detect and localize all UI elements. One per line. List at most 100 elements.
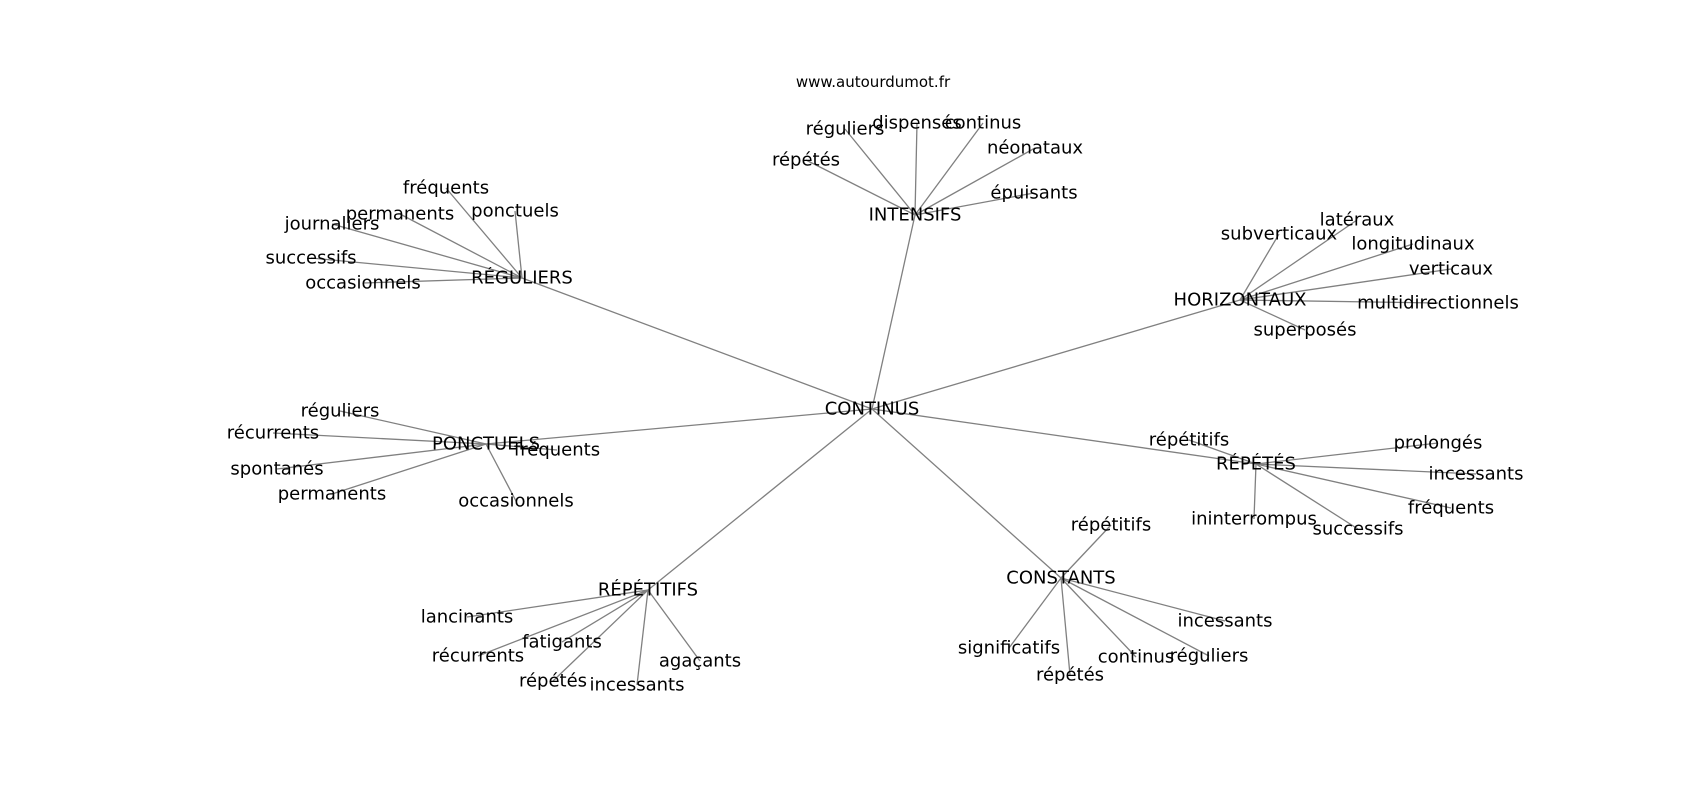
edge-repetitifs-leaf xyxy=(552,589,649,682)
edge-reguliers-leaf xyxy=(399,213,523,279)
leaf-node-horizontaux: multidirectionnels xyxy=(1357,293,1519,314)
leaf-node-reguliers: fréquents xyxy=(403,178,489,199)
leaf-node-ponctuels: spontanés xyxy=(230,459,323,480)
leaf-node-intensifs: répétés xyxy=(772,150,840,171)
edge-root-repetitifs xyxy=(647,408,873,591)
leaf-node-repetitifs: répétés xyxy=(519,671,587,692)
edge-repetes-leaf xyxy=(1253,463,1257,520)
edge-ponctuels-leaf xyxy=(339,410,487,445)
edge-horizontaux-leaf xyxy=(1239,299,1306,331)
leaf-node-repetitifs: agaçants xyxy=(659,651,741,672)
hub-node-reguliers: RÉGULIERS xyxy=(471,267,573,289)
leaf-node-ponctuels: fréquents xyxy=(514,440,600,461)
leaf-node-ponctuels: occasionnels xyxy=(458,491,574,512)
edge-reguliers-leaf xyxy=(331,223,523,279)
edge-repetes-leaf xyxy=(1255,463,1477,475)
leaf-node-constants: continus xyxy=(1098,647,1175,668)
leaf-node-ponctuels: réguliers xyxy=(301,401,380,422)
edge-reguliers-leaf xyxy=(310,257,523,279)
edge-horizontaux-leaf xyxy=(1239,219,1358,301)
edge-root-reguliers xyxy=(521,277,873,410)
leaf-node-intensifs: épuisants xyxy=(990,183,1077,204)
leaf-node-repetitifs: lancinants xyxy=(421,607,514,628)
edge-root-repetes xyxy=(871,408,1257,465)
edge-ponctuels-leaf xyxy=(485,443,517,502)
site-watermark: www.autourdumot.fr xyxy=(796,73,951,91)
edge-intensifs-leaf xyxy=(914,147,1036,216)
edge-repetes-leaf xyxy=(1255,463,1452,509)
edge-repetitifs-leaf xyxy=(477,589,649,657)
leaf-node-reguliers: journaliers xyxy=(284,214,380,235)
edge-horizontaux-leaf xyxy=(1239,299,1439,304)
edge-root-constants xyxy=(871,408,1062,579)
edge-intensifs-leaf xyxy=(914,122,984,216)
edges-layer xyxy=(272,122,1477,686)
edge-repetes-leaf xyxy=(1188,439,1257,465)
leaf-node-repetes: successifs xyxy=(1312,519,1403,540)
edge-constants-leaf xyxy=(1060,577,1137,658)
leaf-node-constants: répétés xyxy=(1036,665,1104,686)
leaf-node-repetitifs: récurrents xyxy=(432,646,524,667)
leaf-node-repetes: prolongés xyxy=(1394,433,1483,454)
edge-repetes-leaf xyxy=(1255,442,1439,465)
edge-intensifs-leaf xyxy=(914,122,918,216)
leaf-node-repetes: incessants xyxy=(1428,464,1523,485)
leaf-node-constants: réguliers xyxy=(1170,646,1249,667)
edge-constants-leaf xyxy=(1060,577,1071,676)
leaf-node-intensifs: dispensés xyxy=(872,113,962,134)
leaf-node-reguliers: ponctuels xyxy=(471,201,559,222)
edge-horizontaux-leaf xyxy=(1239,243,1414,301)
edge-reguliers-leaf xyxy=(445,187,523,279)
edge-repetitifs-leaf xyxy=(466,589,649,618)
hub-node-repetes: RÉPÉTÉS xyxy=(1216,453,1296,475)
edge-repetitifs-leaf xyxy=(636,589,649,686)
leaf-node-reguliers: permanents xyxy=(346,204,454,225)
leaf-node-horizontaux: subverticaux xyxy=(1221,224,1338,245)
leaf-node-repetes: ininterrompus xyxy=(1191,509,1317,530)
leaf-node-horizontaux: longitudinaux xyxy=(1351,234,1475,255)
hub-node-ponctuels: PONCTUELS xyxy=(432,434,540,455)
leaf-node-intensifs: continus xyxy=(945,113,1022,134)
edge-root-horizontaux xyxy=(871,299,1241,410)
leaf-node-repetes: répétitifs xyxy=(1149,430,1229,451)
edge-intensifs-leaf xyxy=(844,128,916,216)
leaf-node-reguliers: successifs xyxy=(265,248,356,269)
leaf-node-intensifs: néonataux xyxy=(987,138,1083,159)
hub-node-horizontaux: HORIZONTAUX xyxy=(1174,290,1307,311)
edge-reguliers-leaf xyxy=(514,210,523,279)
edge-root-ponctuels xyxy=(485,408,873,445)
leaf-node-repetitifs: incessants xyxy=(589,675,684,696)
leaf-node-reguliers: occasionnels xyxy=(305,273,421,294)
edge-constants-leaf xyxy=(1060,577,1210,657)
edge-ponctuels-leaf xyxy=(331,443,487,495)
edge-root-intensifs xyxy=(871,214,916,410)
edge-repetitifs-leaf xyxy=(647,589,701,662)
leaf-node-repetes: fréquents xyxy=(1408,498,1494,519)
hub-node-constants: CONSTANTS xyxy=(1006,568,1115,589)
leaf-node-horizontaux: latéraux xyxy=(1320,210,1395,231)
edge-constants-leaf xyxy=(1008,577,1062,649)
leaf-node-ponctuels: permanents xyxy=(278,484,386,505)
edge-intensifs-leaf xyxy=(914,192,1035,216)
leaf-node-horizontaux: superposés xyxy=(1254,320,1357,341)
root-node-label: CONTINUS xyxy=(825,399,920,420)
leaf-node-constants: incessants xyxy=(1177,611,1272,632)
leaf-node-intensifs: réguliers xyxy=(806,119,885,140)
edge-repetes-leaf xyxy=(1255,463,1359,530)
edge-constants-leaf xyxy=(1060,577,1226,622)
leaf-node-horizontaux: verticaux xyxy=(1409,259,1494,280)
edge-horizontaux-leaf xyxy=(1239,268,1452,301)
edge-reguliers-leaf xyxy=(362,277,523,284)
edge-repetitifs-leaf xyxy=(561,589,649,643)
labels-layer: CONTINUSINTENSIFSréguliersdispensésconti… xyxy=(227,113,1524,696)
edge-constants-leaf xyxy=(1060,524,1112,579)
edge-ponctuels-leaf xyxy=(485,443,558,451)
hub-node-intensifs: INTENSIFS xyxy=(869,205,962,226)
edge-ponctuels-leaf xyxy=(272,432,487,445)
hub-node-repetitifs: RÉPÉTITIFS xyxy=(598,579,698,601)
edge-ponctuels-leaf xyxy=(276,443,487,470)
leaf-node-constants: répétitifs xyxy=(1071,515,1151,536)
leaf-node-constants: significatifs xyxy=(958,638,1060,659)
leaf-node-repetitifs: fatigants xyxy=(522,632,602,653)
